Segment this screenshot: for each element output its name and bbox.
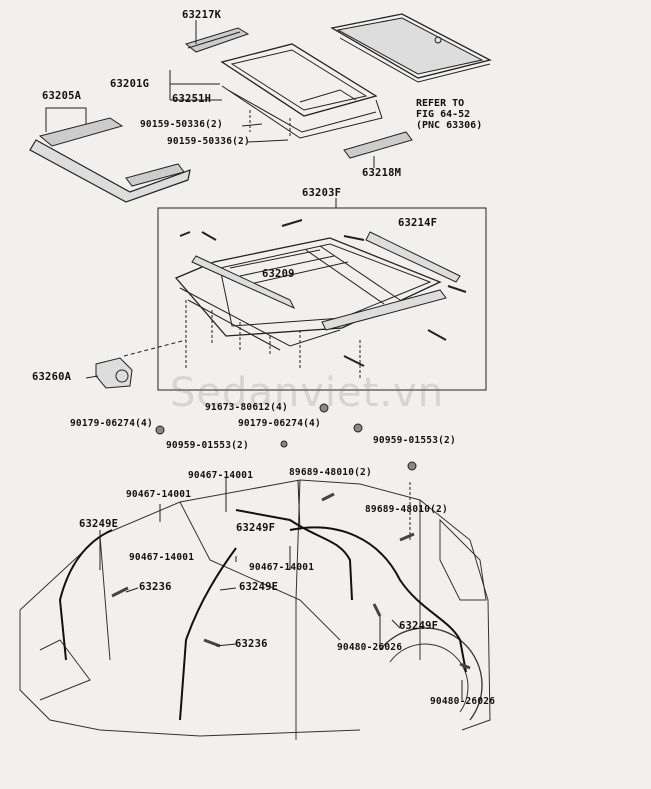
label-63205a: 63205A	[42, 90, 82, 102]
label-63214f: 63214F	[398, 217, 438, 229]
label-90959-left: 90959-01553(2)	[166, 440, 249, 451]
label-63236-left: 63236	[139, 581, 172, 593]
refer-line-2: FIG 64-52	[416, 109, 471, 120]
label-90959-right: 90959-01553(2)	[373, 435, 456, 446]
label-90179-right: 90179-06274(4)	[238, 418, 321, 429]
refer-line-1: REFER TO	[416, 98, 465, 109]
frame-assembly-box	[157, 207, 487, 391]
clip-91673	[319, 403, 329, 413]
label-90467-middle: 90467-14001	[129, 552, 195, 563]
label-91673: 91673-80612(4)	[205, 402, 288, 413]
bracket-63218m	[343, 131, 413, 159]
label-63217k: 63217K	[182, 9, 222, 21]
sunshade-panel	[330, 13, 492, 83]
sunroof-motor-63260a	[85, 339, 187, 389]
label-90159-lower: 90159-50336(2)	[167, 136, 250, 147]
label-63251h: 63251H	[172, 93, 212, 105]
drain-hoses	[58, 509, 467, 721]
sunroof-frame-63203f	[174, 219, 467, 380]
label-63218m: 63218M	[362, 167, 402, 179]
clip-90959-right	[407, 461, 417, 471]
nut-90179-right	[353, 423, 363, 433]
bracket-63217k	[184, 27, 250, 53]
wind-deflector-63205a	[29, 107, 191, 203]
nut-90179-left	[155, 425, 165, 435]
label-90179-left: 90179-06274(4)	[70, 418, 153, 429]
label-90467-left: 90467-14001	[126, 489, 192, 500]
label-63249e-right: 63249E	[239, 581, 279, 593]
watermark-text: Sedanviet.vn	[170, 370, 445, 416]
glass-panel-63201g	[220, 43, 383, 139]
label-90159-upper: 90159-50336(2)	[140, 119, 223, 130]
label-63249f-lower: 63249F	[399, 620, 439, 632]
label-63203f: 63203F	[302, 187, 342, 199]
label-63249f-upper: 63249F	[236, 522, 276, 534]
label-63209: 63209	[262, 268, 295, 280]
clip-90959-left	[280, 440, 288, 448]
vehicle-body-outline	[19, 479, 491, 740]
label-90467-right: 90467-14001	[249, 562, 315, 573]
label-89689-lower: 89689-48010(2)	[365, 504, 448, 515]
label-90480-right: 90480-26026	[430, 696, 496, 707]
refer-line-3: (PNC 63306)	[416, 120, 483, 131]
label-89689-upper: 89689-48010(2)	[289, 467, 372, 478]
label-90467-top: 90467-14001	[188, 470, 254, 481]
label-63236-right: 63236	[235, 638, 268, 650]
label-90480-middle: 90480-26026	[337, 642, 403, 653]
label-63260a: 63260A	[32, 371, 72, 383]
label-63201g: 63201G	[110, 78, 150, 90]
label-63249e-left: 63249E	[79, 518, 119, 530]
